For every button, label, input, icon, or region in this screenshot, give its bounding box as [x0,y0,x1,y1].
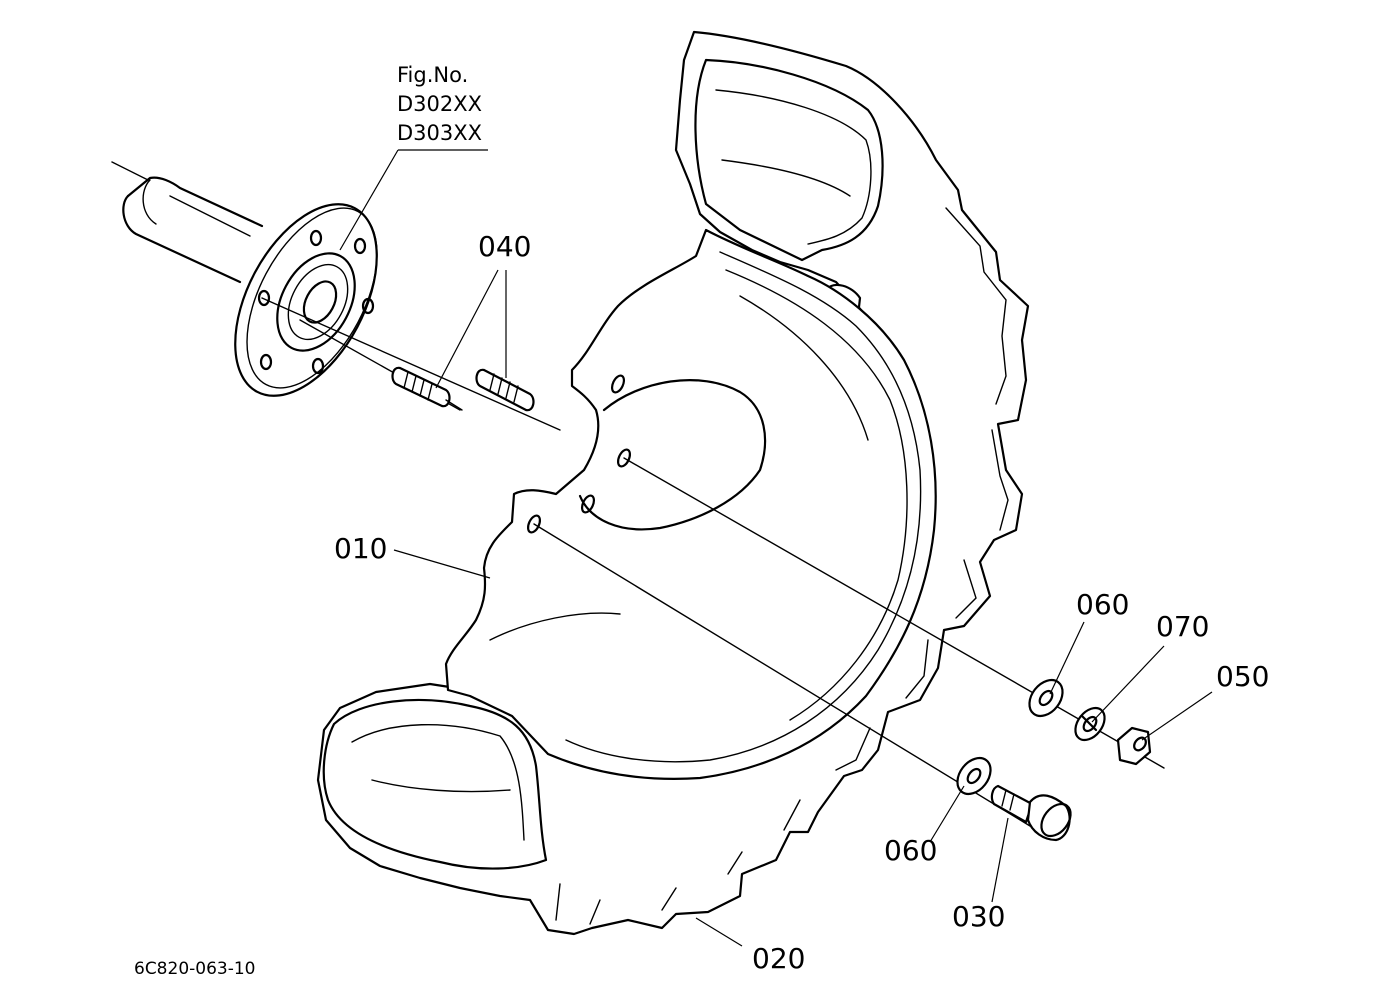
leader-lines [339,149,1213,947]
bolt [990,784,1072,842]
fig-number-1: D302XX [397,92,482,116]
callout-030: 030 [952,900,1005,933]
callout-050: 050 [1216,660,1269,693]
washer-upper [1028,678,1064,718]
callout-060-lower: 060 [884,834,937,867]
nut [1116,726,1152,766]
callout-010: 010 [334,532,387,565]
fig-heading: Fig.No. [397,63,468,87]
callout-070: 070 [1156,610,1209,643]
rim [444,228,937,780]
figure-reference: Fig.No. D302XX D303XX [397,63,482,145]
callout-040: 040 [478,230,531,263]
drawing-code: 6C820-063-10 [134,959,255,979]
callout-060-upper: 060 [1076,588,1129,621]
stud-left [391,366,463,411]
fig-number-2: D303XX [397,121,482,145]
axle-shaft [111,161,264,284]
stud-right [475,368,535,412]
washer-lower [956,756,992,796]
hub-flange [234,203,378,397]
callout-020: 020 [752,942,805,975]
